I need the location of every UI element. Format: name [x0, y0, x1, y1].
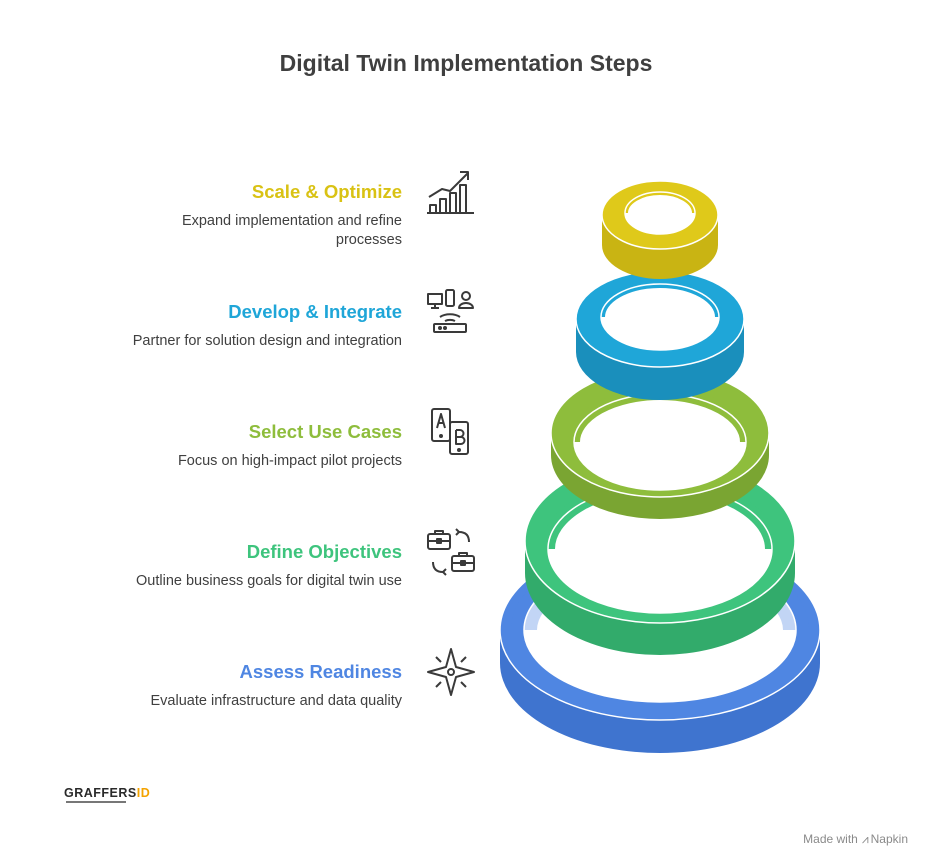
ab-test-icon	[426, 406, 478, 458]
ring-scale-optimize	[601, 180, 719, 279]
step-develop-integrate: Develop & Integrate Partner for solution…	[60, 301, 402, 351]
step-description: Focus on high-impact pilot projects	[177, 453, 402, 469]
step-title: Scale & Optimize	[251, 181, 402, 202]
ring-select-use-cases	[550, 368, 770, 519]
briefcase-exchange-icon	[425, 526, 477, 578]
growth-chart-icon	[424, 165, 476, 217]
graffersid-logo: GRAFFERSID	[64, 786, 150, 800]
step-description: Outline business goals for digital twin …	[136, 573, 402, 589]
page-title: Digital Twin Implementation Steps	[279, 50, 653, 76]
ring-develop-integrate	[575, 270, 745, 400]
step-description: Evaluate infrastructure and data quality	[150, 693, 402, 709]
step-title: Define Objectives	[246, 541, 402, 562]
step-assess-readiness: Assess Readiness Evaluate infrastructure…	[60, 661, 402, 711]
logo-underline	[66, 801, 126, 803]
made-with-napkin-footer: Made with⩘Napkin	[803, 832, 908, 847]
step-title: Develop & Integrate	[228, 301, 402, 322]
step-define-objectives: Define Objectives Outline business goals…	[60, 541, 402, 591]
made-with-text: Made with	[803, 832, 858, 846]
napkin-icon: ⩘	[861, 832, 869, 846]
logo-mark: ID	[136, 786, 151, 800]
step-description: Expand implementation and refine process…	[181, 213, 402, 248]
step-description: Partner for solution design and integrat…	[132, 333, 402, 349]
step-select-use-cases: Select Use Cases Focus on high-impact pi…	[60, 421, 402, 471]
step-title: Select Use Cases	[248, 421, 402, 442]
step-scale-optimize: Scale & Optimize Expand implementation a…	[60, 181, 402, 250]
napkin-brand: Napkin	[870, 832, 908, 846]
step-title: Assess Readiness	[239, 661, 403, 682]
compass-star-icon	[425, 646, 477, 698]
connected-devices-icon	[424, 286, 476, 338]
logo-text: GRAFFERS	[64, 786, 137, 800]
